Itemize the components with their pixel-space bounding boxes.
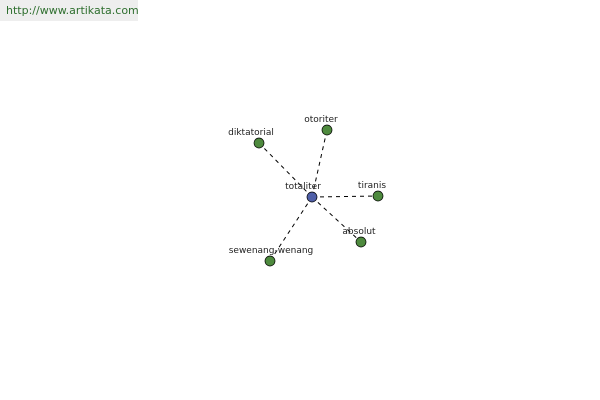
edge-tiranis — [311, 195, 379, 198]
node-label-otoriter: otoriter — [304, 115, 338, 125]
graph-node-center[interactable]: totaliter — [285, 182, 321, 203]
node-dot-absolut — [355, 236, 367, 248]
node-label-diktatorial: diktatorial — [228, 128, 274, 138]
node-label-absolut: absolut — [342, 227, 376, 237]
node-dot-otoriter — [321, 124, 333, 136]
node-label-sewenang-wenang: sewenang-wenang — [229, 246, 314, 256]
node-label-totaliter: totaliter — [285, 182, 321, 192]
node-dot-diktatorial — [253, 137, 265, 149]
graph-node-sewenang-wenang[interactable]: sewenang-wenang — [229, 246, 314, 267]
edges-layer — [258, 129, 379, 262]
graph-node-otoriter[interactable]: otoriter — [304, 115, 338, 136]
edge-otoriter — [311, 129, 328, 198]
node-dot-sewenang-wenang — [264, 255, 276, 267]
edge-absolut — [311, 196, 362, 243]
node-dot-totaliter — [306, 191, 318, 203]
nodes-layer: otoriter diktatorial tiranis absolut sew… — [228, 115, 386, 267]
site-url-watermark: http://www.artikata.com — [0, 0, 139, 21]
node-dot-tiranis — [372, 190, 384, 202]
graph-node-tiranis[interactable]: tiranis — [358, 181, 386, 202]
graph-node-absolut[interactable]: absolut — [342, 227, 376, 248]
node-label-tiranis: tiranis — [358, 181, 386, 191]
graph-node-diktatorial[interactable]: diktatorial — [228, 128, 274, 149]
